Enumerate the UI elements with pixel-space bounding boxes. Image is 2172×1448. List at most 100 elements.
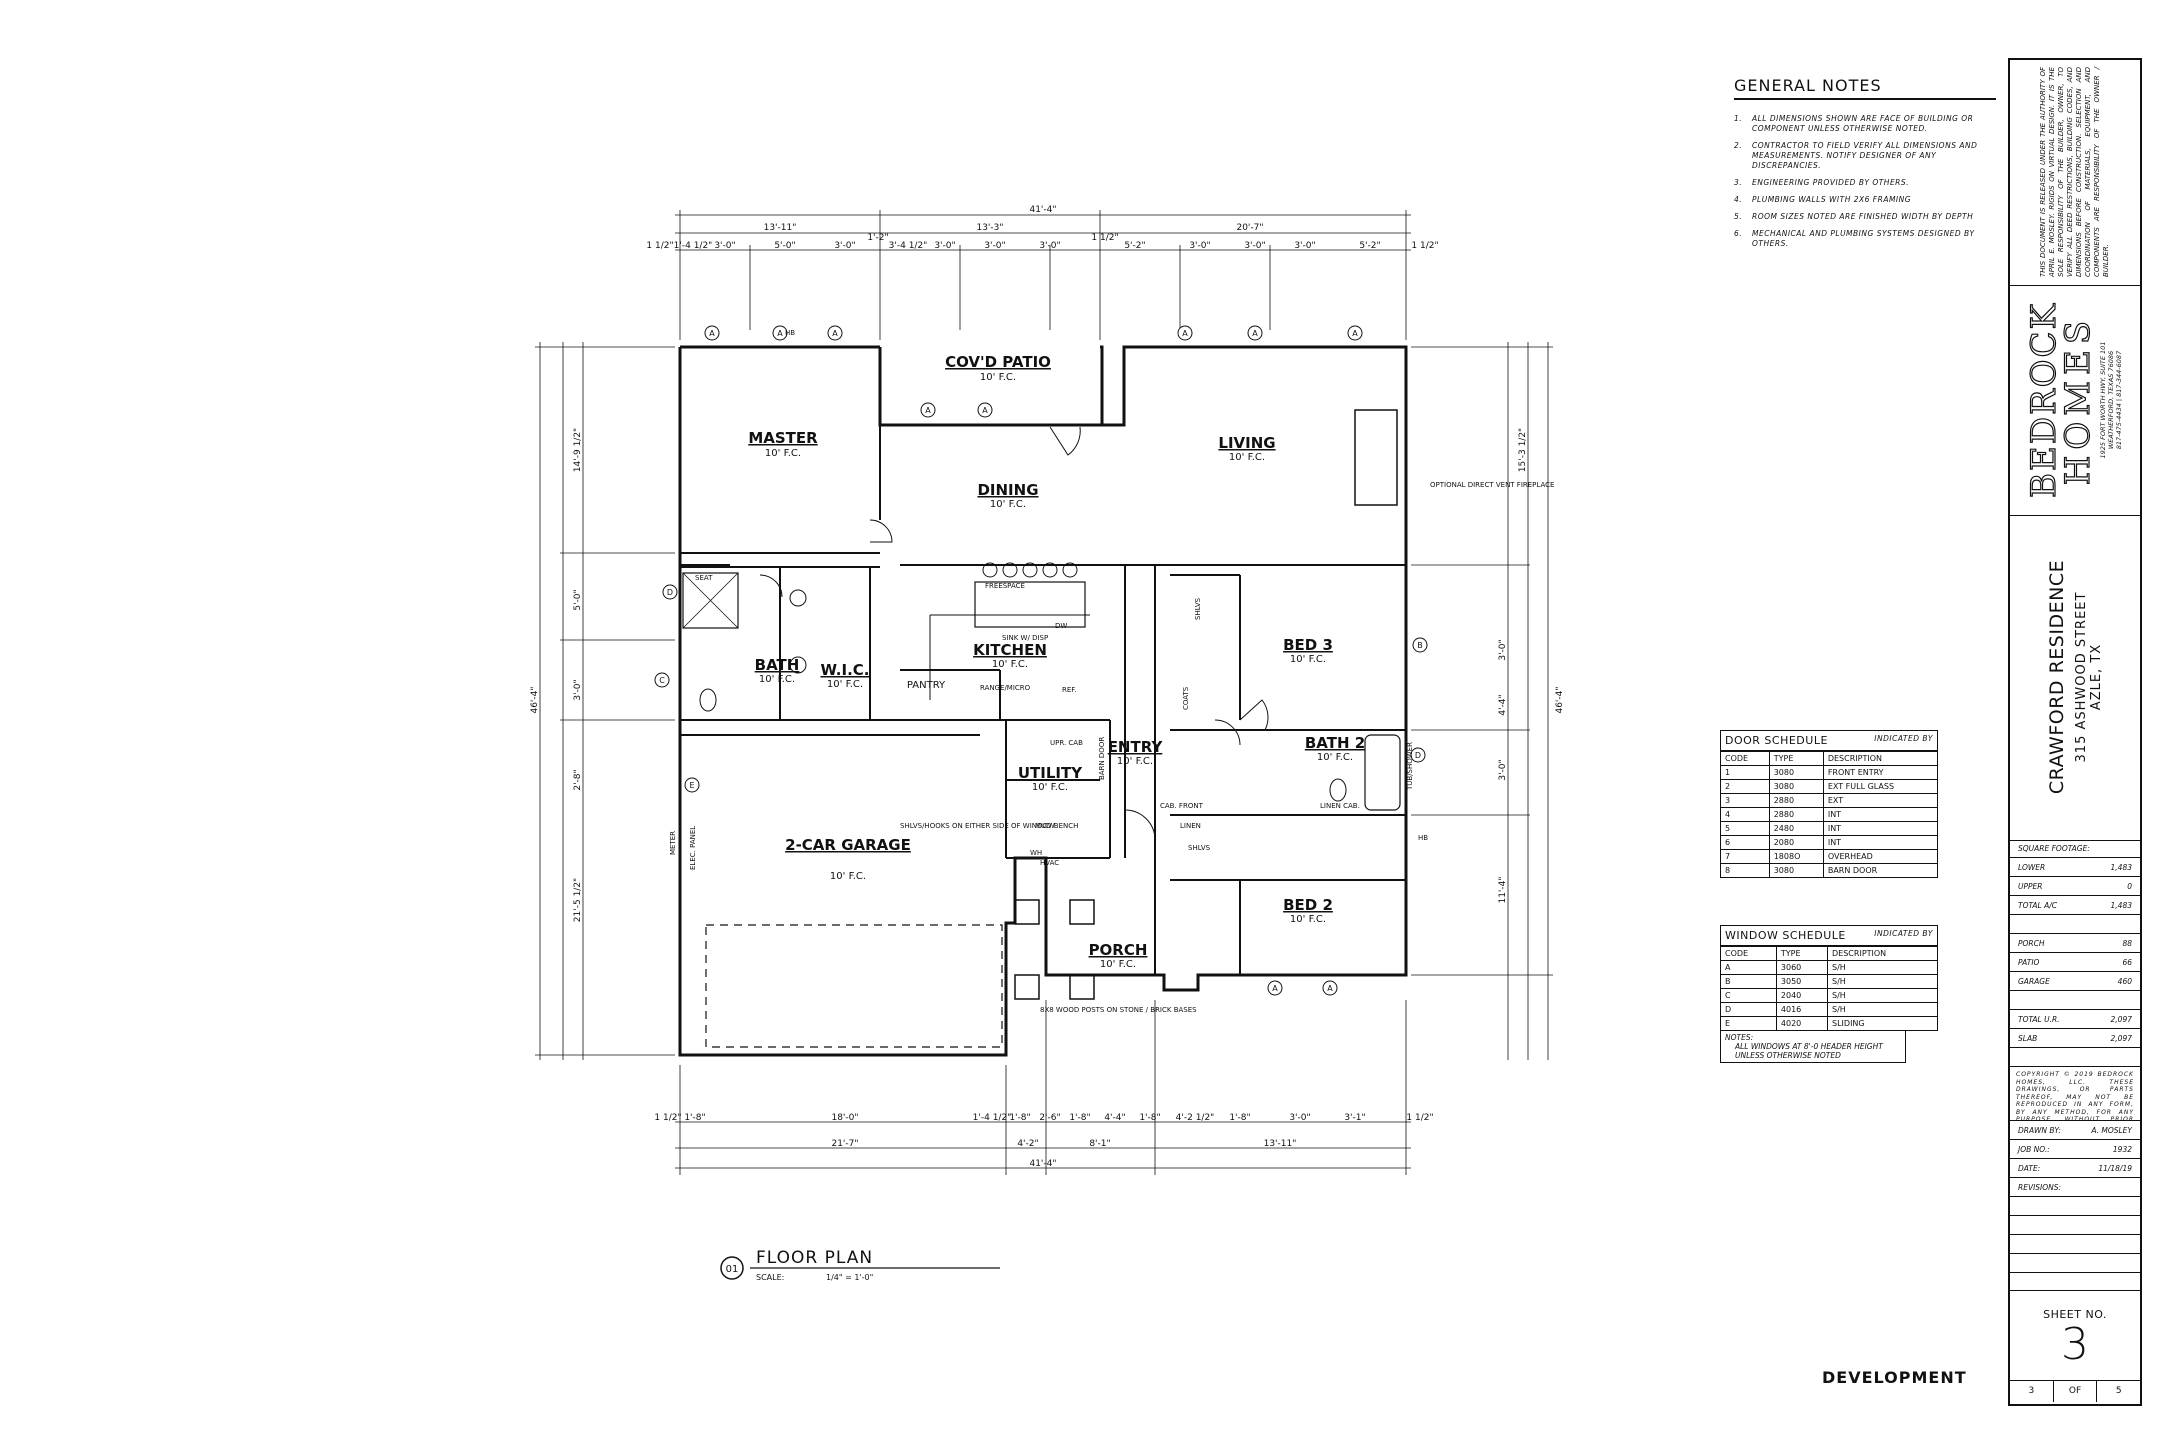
window-tag: A [1182,329,1188,338]
window-schedule-title: WINDOW SCHEDULE [1725,929,1846,942]
room-bath2: BATH 2 [1305,734,1365,752]
room-kitchen: KITCHEN [973,641,1047,659]
dim-top-d: 5'-0" [774,241,795,251]
room-entry: ENTRY [1108,738,1164,756]
room-entry-ceiling: 10' F.C. [1117,756,1153,767]
dim-left-overall: 46'-4" [530,686,540,713]
scale-label: SCALE: [756,1273,784,1282]
room-bath-ceiling: 10' F.C. [759,674,795,685]
elec-panel-label: ELEC. PANEL [689,826,697,870]
dim-bottom-d: 4'-4" [1104,1113,1125,1123]
sheet-marker: 01 [726,1264,739,1275]
dim-left: 3'-0" [573,679,583,700]
dim-top-d: 1'-4 1/2" [674,241,713,251]
dim-top-d: 3'-0" [1189,241,1210,251]
sink-label: SINK W/ DISP [1002,634,1048,642]
room-living: LIVING [1218,434,1275,452]
meter-label: METER [669,831,677,855]
room-porch: PORCH [1089,941,1148,959]
dim-bottom-d: 1'-8" [684,1113,705,1123]
scale-value: 1/4" = 1'-0" [826,1273,873,1282]
room-master: MASTER [748,429,818,447]
window-tag: A [1252,329,1258,338]
window-tag: A [709,329,715,338]
window-tag: A [1272,984,1278,993]
title-block: THIS DOCUMENT IS RELEASED UNDER THE AUTH… [2008,58,2142,1406]
room-porch-ceiling: 10' F.C. [1100,959,1136,970]
porch-post [1069,899,1095,925]
shlvs-label-2: SHLVS [1194,597,1202,620]
room-bath2-ceiling: 10' F.C. [1317,752,1353,763]
drawn-by-row: DRAWN BY:A. MOSLEY [2010,1121,2140,1140]
window-tag-letters: A A A A A A A A A A B C D D E [659,329,1423,993]
upr-cab-label: UPR. CAB [1050,739,1083,747]
dim-bottom-d: 18'-0" [831,1113,858,1123]
dim-left: 5'-0" [573,589,583,610]
shlvs-hooks-label: SHLVS/HOOKS ON EITHER SIDE OF WINDOW [900,822,1055,830]
general-notes-list: 1.ALL DIMENSIONS SHOWN ARE FACE OF BUILD… [1734,114,2004,256]
general-note: 2.CONTRACTOR TO FIELD VERIFY ALL DIMENSI… [1734,141,1978,170]
dim-bottom-d: 1'-4 1/2" [973,1113,1012,1123]
dim-top-d: 1 1/2" [646,241,673,251]
room-pantry: PANTRY [907,680,946,691]
job-no-row: JOB NO.:1932 [2010,1140,2140,1159]
general-note: 4.PLUMBING WALLS WITH 2X6 FRAMING [1734,195,1912,204]
posts-note: 8X8 WOOD POSTS ON STONE / BRICK BASES [1040,1006,1197,1014]
sheet-of: 3 OF 5 [2010,1380,2140,1402]
room-bed3-ceiling: 10' F.C. [1290,654,1326,665]
release-text: THIS DOCUMENT IS RELEASED UNDER THE AUTH… [2039,67,2110,277]
dim-right: 3'-0" [1498,759,1508,780]
window-schedule: WINDOW SCHEDULE INDICATED BY CODE TYPE D… [1720,925,1938,1063]
window-tags [654,325,1428,996]
mud-bench-label: MUD BENCH [1035,822,1078,830]
sf-title: SQUARE FOOTAGE: [2018,844,2090,853]
room-bed3: BED 3 [1283,636,1333,654]
dim-bottom-d: 1'-8" [1229,1113,1250,1123]
dim-top-3: 20'-7" [1236,223,1263,233]
window-tag: A [925,406,931,415]
sheet-number-box: SHEET NO. 3 [2010,1302,2140,1381]
room-patio: COV'D PATIO [945,353,1051,371]
hb-label: HB [785,329,795,337]
dim-bottom-2: 4'-2" [1017,1139,1038,1149]
room-bed2-ceiling: 10' F.C. [1290,914,1326,925]
interior-walls [680,347,1406,975]
hb-label-2: HB [1418,834,1428,842]
dim-top-d: 3'-0" [1244,241,1265,251]
sheet-no-label: SHEET NO. [2043,1308,2107,1321]
door-schedule-indicated: INDICATED BY [1874,734,1933,743]
hvac-label: HVAC [1040,859,1059,867]
kitchen-island [974,581,1086,628]
dim-right: 3'-0" [1498,639,1508,660]
window-tag: A [777,329,783,338]
window-tag: D [667,588,673,597]
general-notes-title: GENERAL NOTES [1734,76,1996,100]
dim-top-d: 1'-2" [867,233,888,243]
room-dining: DINING [977,481,1038,499]
sheet-marker-circle [720,1256,744,1280]
dim-top-d: 3'-0" [1039,241,1060,251]
window-tag: A [832,329,838,338]
room-utility: UTILITY [1018,764,1083,782]
company-logo: BEDROCK HOMES 1925 FORT WORTH HWY, SUITE… [2010,285,2140,516]
window-tag: D [1415,751,1421,760]
room-living-ceiling: 10' F.C. [1229,452,1265,463]
wh-label: WH [1030,849,1042,857]
window-tag: E [689,781,694,790]
general-note: 5.ROOM SIZES NOTED ARE FINISHED WIDTH BY… [1734,212,1974,221]
logo-bottom: HOMES [2057,314,2098,486]
window-notes: NOTES: ALL WINDOWS AT 8'-0 HEADER HEIGHT… [1720,1031,1906,1063]
dim-bottom-d: 1'-8" [1139,1113,1160,1123]
col-code: CODE [1720,751,1770,766]
window-tag: B [1417,641,1423,650]
dw-label: DW [1055,622,1067,630]
